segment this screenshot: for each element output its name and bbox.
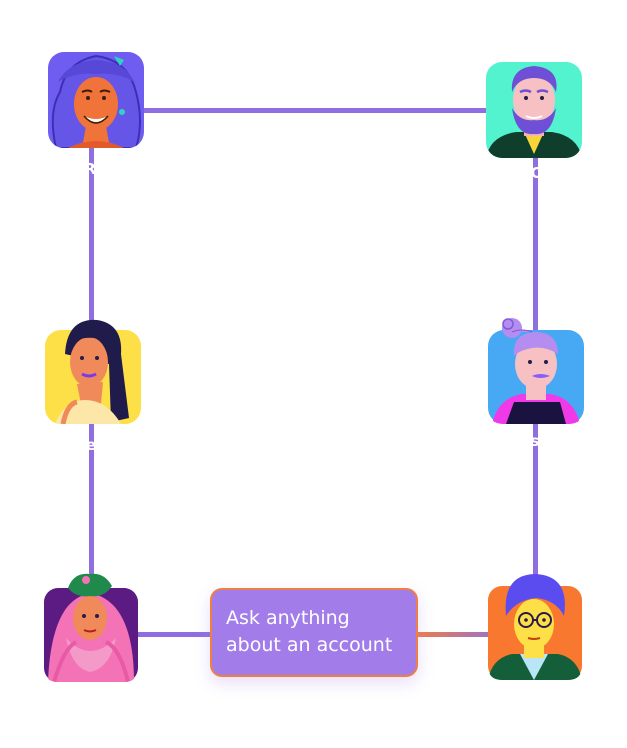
avatar-name-mid-left: e — [85, 436, 97, 454]
tooltip-line-2: about an account — [226, 634, 393, 656]
avatar-top-right[interactable] — [486, 62, 582, 158]
avatar-bottom-left[interactable] — [44, 568, 138, 682]
avatar-mid-left[interactable] — [45, 314, 141, 424]
avatar-name-top-right: C — [530, 164, 542, 182]
avatar-top-left[interactable] — [48, 52, 144, 148]
tooltip-line-1: Ask anything — [226, 607, 350, 629]
avatar-mid-right[interactable] — [488, 306, 584, 424]
connector-left-upper — [89, 130, 94, 360]
connector-right-lower — [533, 400, 538, 630]
connector-top — [110, 108, 538, 113]
avatar-bottom-right[interactable] — [488, 572, 582, 680]
connector-bottom-left — [110, 632, 214, 637]
ask-anything-tooltip: Ask anything about an account — [210, 588, 418, 677]
connector-right-upper — [533, 130, 538, 360]
avatar-name-mid-right: s — [530, 432, 540, 450]
avatar-name-top-left: R — [84, 160, 96, 178]
connector-left-lower — [89, 400, 94, 630]
connector-bottom-right — [416, 632, 506, 637]
